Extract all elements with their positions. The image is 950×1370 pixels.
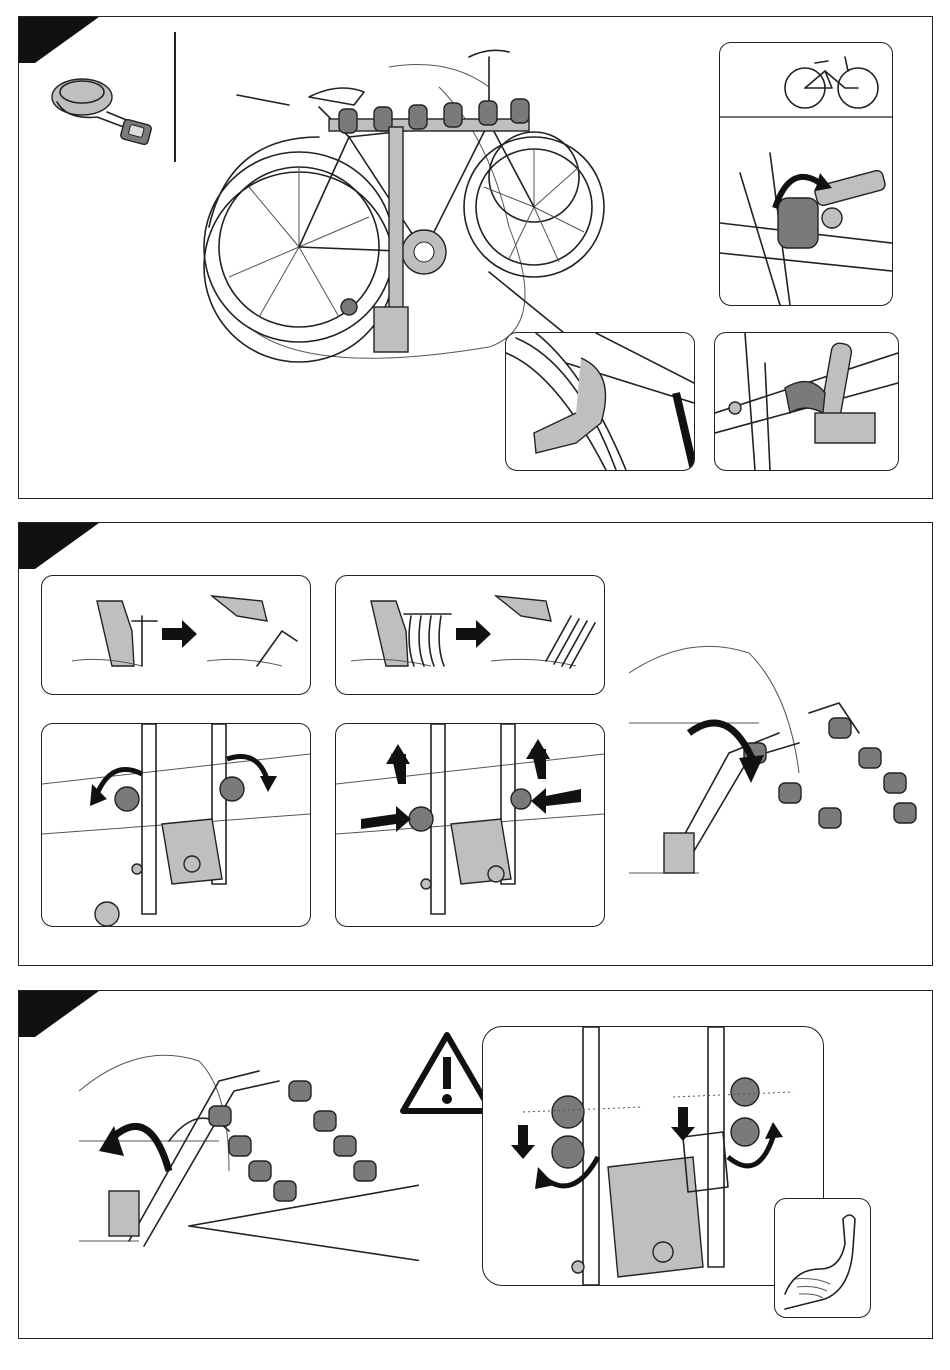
step-1-tab	[19, 17, 99, 63]
rack-fold-illustration	[629, 633, 919, 903]
inset-cradle-strap	[714, 332, 899, 471]
warning-triangle-icon	[399, 1031, 495, 1115]
inset-strength	[774, 1198, 871, 1318]
step-3-panel	[18, 990, 933, 1339]
inset-pull-up	[335, 723, 605, 927]
strap-icon	[37, 62, 167, 157]
rack-raise-illustration	[79, 1021, 419, 1261]
step-2-panel	[18, 522, 933, 966]
step-1-panel	[18, 16, 933, 499]
push-arrow-icon	[361, 806, 411, 832]
push-arrow-icon	[162, 620, 197, 648]
inset-fold-single	[41, 575, 311, 695]
step-2-tab	[19, 523, 99, 569]
inset-tighten-knobs	[482, 1026, 824, 1286]
inset-ladies-bike	[719, 42, 893, 306]
flexed-arm-icon	[775, 1199, 870, 1317]
inset-loosen-knobs	[41, 723, 311, 927]
divider	[174, 32, 176, 162]
inset-fold-loaded	[335, 575, 605, 695]
ladies-bike-icon	[785, 57, 878, 108]
inset-strap-wheel	[505, 332, 695, 471]
